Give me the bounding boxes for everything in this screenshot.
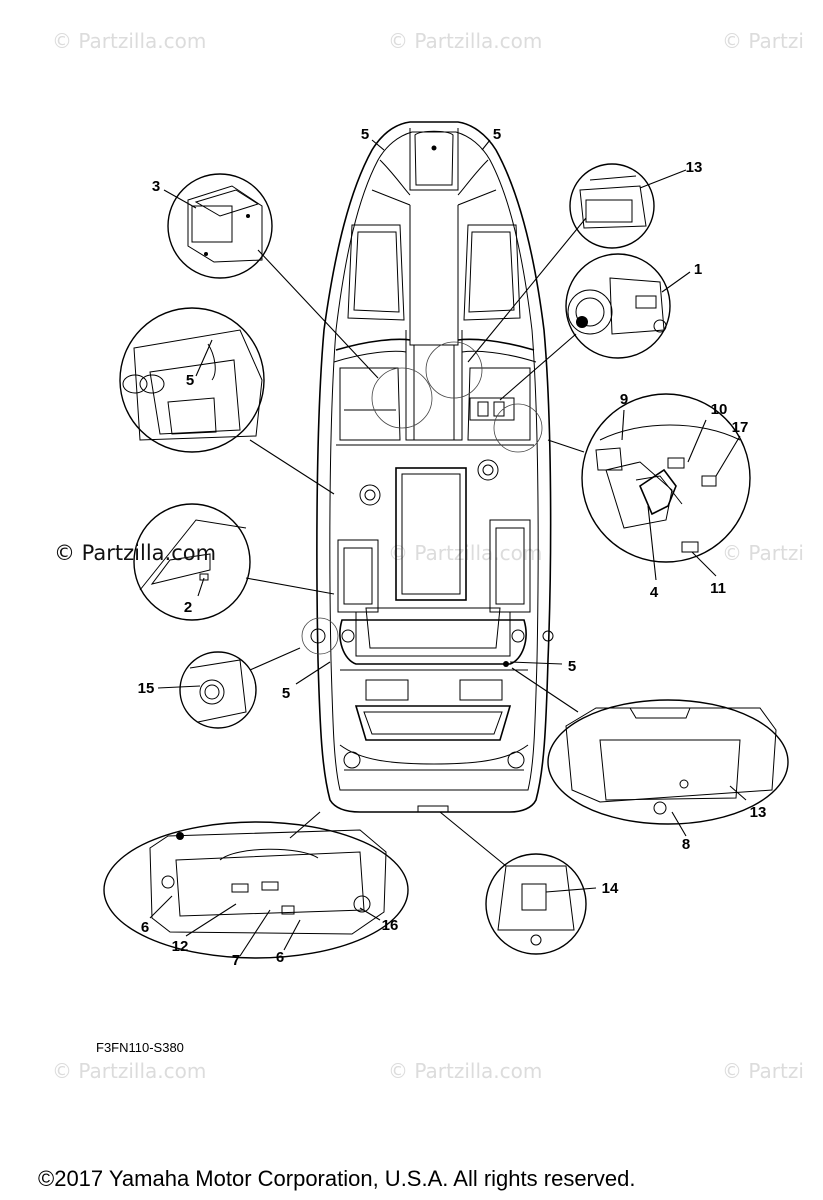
- watermark-mid-center: © Partzilla.com: [388, 541, 542, 565]
- callout-7: 7: [232, 952, 240, 969]
- watermark-bottom-left: © Partzilla.com: [52, 1059, 206, 1083]
- callout-8: 8: [682, 836, 690, 853]
- callout-numbers: 5 5 3 13 1 5 9 10 17 2 4 11 5 15 5 13 8 …: [138, 126, 767, 969]
- watermark-top-left: © Partzilla.com: [52, 29, 206, 53]
- callout-4: 4: [650, 584, 659, 601]
- copyright-notice: ©2017 Yamaha Motor Corporation, U.S.A. A…: [38, 1166, 635, 1191]
- callout-3: 3: [152, 178, 160, 195]
- callout-5: 5: [186, 372, 194, 389]
- callout-1: 1: [694, 261, 702, 278]
- callout-2: 2: [184, 599, 192, 616]
- detail-label-13-top: [569, 163, 655, 249]
- detail-label-15: [179, 651, 257, 729]
- callout-15: 15: [138, 680, 155, 697]
- boat-hull: [310, 121, 554, 813]
- watermark-top-center: © Partzilla.com: [388, 29, 542, 53]
- watermark-mid-right: © Partzi: [722, 541, 804, 565]
- diagram-code: F3FN110-S380: [96, 1040, 184, 1055]
- callout-10: 10: [711, 401, 728, 418]
- detail-label-2: [133, 503, 251, 621]
- detail-label-1: [565, 253, 671, 359]
- watermark-bottom-center: © Partzilla.com: [388, 1059, 542, 1083]
- detail-label-3: [167, 173, 273, 279]
- callout-14: 14: [602, 880, 619, 897]
- watermark-group: © Partzilla.com © Partzilla.com © Partzi…: [52, 29, 804, 1083]
- callout-5: 5: [361, 126, 369, 143]
- detail-label-throttle: [581, 393, 751, 563]
- leader-lines: [149, 139, 747, 957]
- callout-17: 17: [732, 419, 749, 436]
- callout-12: 12: [172, 938, 189, 955]
- callout-9: 9: [620, 391, 628, 408]
- detail-label-14: [485, 853, 587, 955]
- callout-16: 16: [382, 917, 399, 934]
- callout-11: 11: [710, 580, 726, 597]
- callout-6: 6: [141, 919, 149, 936]
- detail-label-13-bottom: [547, 699, 789, 825]
- callout-13: 13: [750, 804, 767, 821]
- location-markers: [301, 341, 543, 655]
- watermark-top-right: © Partzi: [722, 29, 804, 53]
- watermark-main: © Partzilla.com: [54, 541, 216, 565]
- callout-6: 6: [276, 949, 284, 966]
- detail-label-5-left: [119, 307, 265, 453]
- callout-5: 5: [568, 658, 576, 675]
- callout-5: 5: [282, 685, 290, 702]
- detail-label-stern: [103, 821, 409, 959]
- callout-5: 5: [493, 126, 501, 143]
- watermark-bottom-right: © Partzi: [722, 1059, 804, 1083]
- callout-13: 13: [686, 159, 703, 176]
